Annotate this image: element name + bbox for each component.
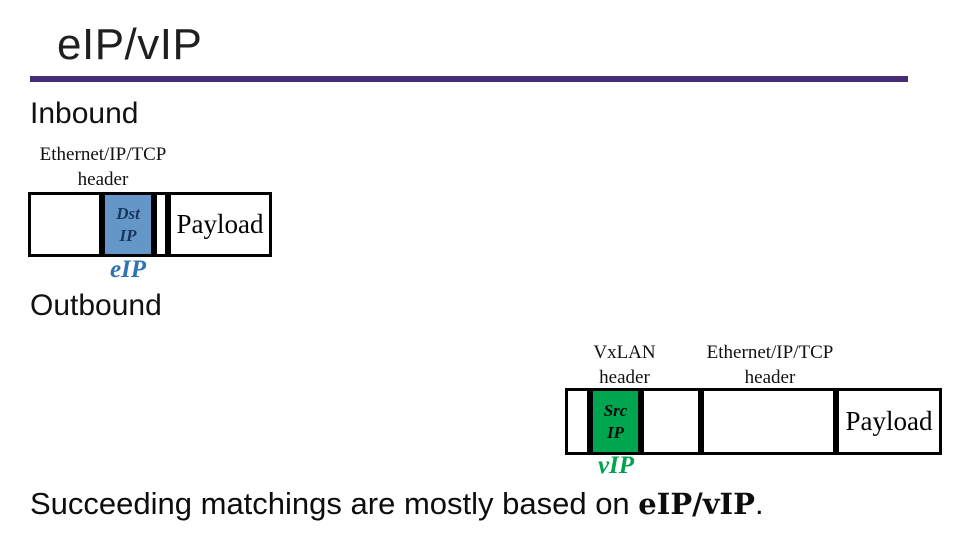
dst-ip-label-line1: Dst <box>116 204 140 224</box>
inbound-heading: Inbound <box>30 97 139 130</box>
outbound-ethernet-header-label-line2: header <box>744 367 796 388</box>
page-title: eIP/vIP <box>57 20 203 69</box>
outbound-heading: Outbound <box>30 289 162 322</box>
inbound-header-empty-cell <box>28 192 102 257</box>
outbound-ethernet-header-cell <box>701 388 836 455</box>
src-ip-label-line1: Src <box>603 401 628 421</box>
footer-bold-eip-vip: eIP/vIP <box>638 487 755 521</box>
inbound-separator-cell <box>154 192 168 257</box>
outbound-ethernet-header-label: Ethernet/IP/TCP header <box>690 340 850 390</box>
eip-label: eIP <box>109 256 147 283</box>
inbound-payload-label: Payload <box>176 209 264 239</box>
vip-label: vIP <box>597 452 635 479</box>
outbound-packet-diagram: Src IP Payload <box>565 388 942 455</box>
vxlan-header-label: VxLAN header <box>572 340 677 390</box>
inbound-ethernet-header-label-line2: header <box>77 169 129 190</box>
outbound-vxlan-left-cell <box>565 388 590 455</box>
inbound-payload-cell: Payload <box>168 192 272 257</box>
outbound-vxlan-right-cell <box>641 388 701 455</box>
footer-sentence: Succeeding matchings are mostly based on… <box>30 486 764 522</box>
vxlan-header-label-line1: VxLAN <box>593 342 656 363</box>
dst-ip-label-line2: IP <box>119 225 137 245</box>
footer-text-after: . <box>754 486 764 521</box>
outbound-payload-cell: Payload <box>836 388 942 455</box>
inbound-packet-diagram: Dst IP Payload <box>28 192 272 257</box>
inbound-dst-ip-cell: Dst IP <box>102 192 154 257</box>
footer-text-before: Succeeding matchings are mostly based on <box>30 486 639 521</box>
vxlan-header-label-line2: header <box>599 367 650 388</box>
outbound-ethernet-header-label-line1: Ethernet/IP/TCP <box>706 342 834 363</box>
inbound-ethernet-header-label: Ethernet/IP/TCP header <box>23 142 183 192</box>
outbound-src-ip-cell: Src IP <box>590 388 641 455</box>
inbound-ethernet-header-label-line1: Ethernet/IP/TCP <box>39 144 167 165</box>
outbound-payload-label: Payload <box>845 406 933 436</box>
src-ip-label-line2: IP <box>607 422 624 442</box>
title-underline <box>30 76 908 82</box>
